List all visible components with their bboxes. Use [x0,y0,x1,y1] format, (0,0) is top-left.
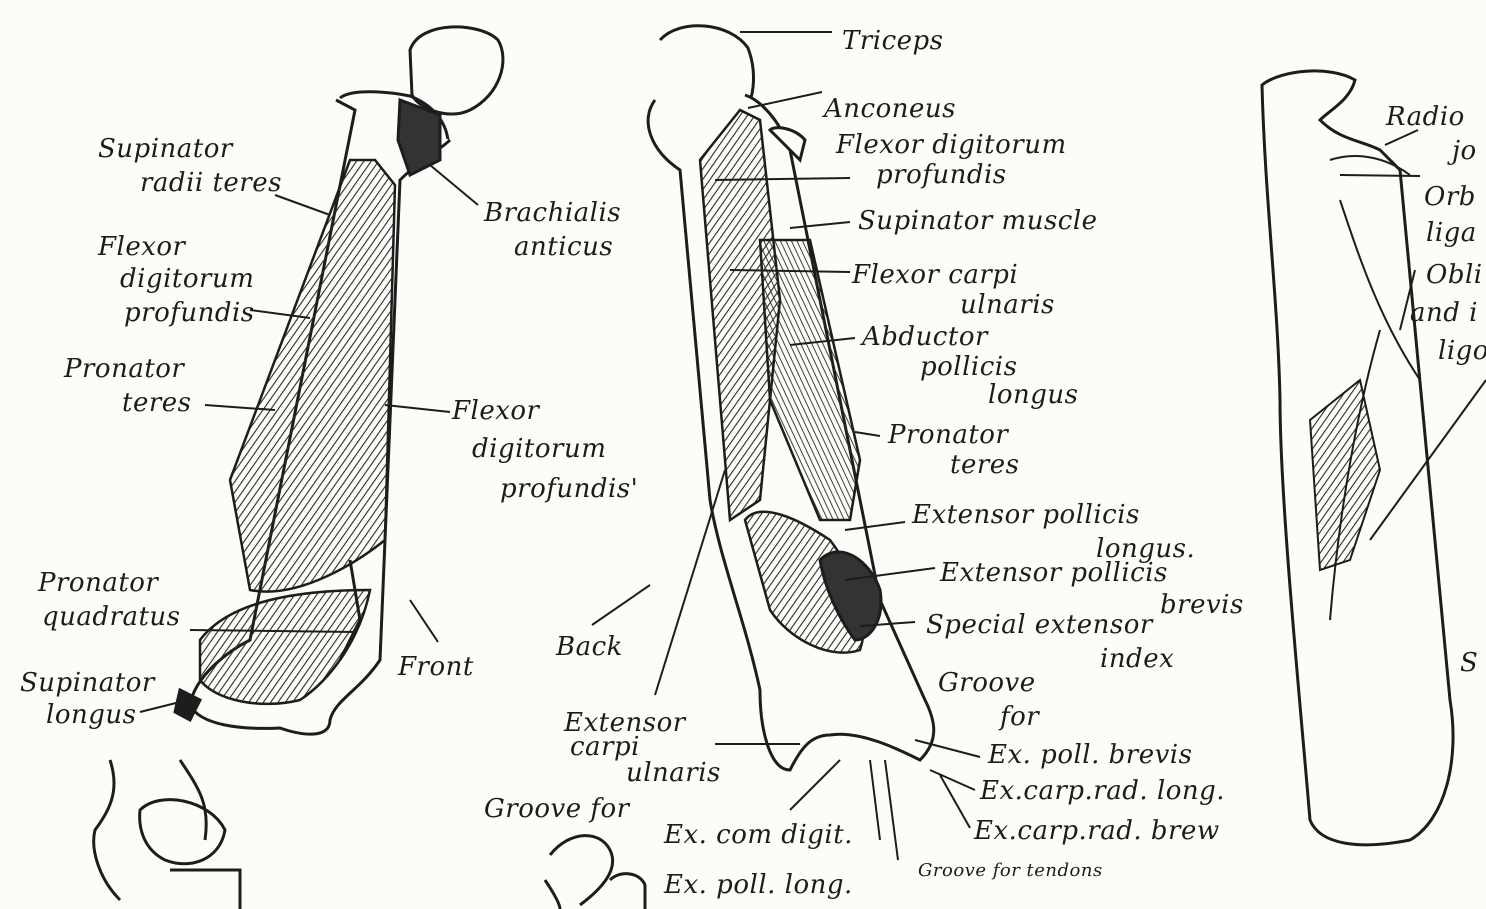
label-pronator-back: Pronator [888,422,1008,448]
label-extensor-carpi-2: carpi [570,734,640,760]
label-orb-2: liga [1426,220,1477,246]
label-ext-poll-brevis: Extensor pollicis [940,560,1168,586]
label-obli: Obli [1426,262,1483,288]
label-anconeus: Anconeus [824,96,956,122]
front-ulna-figure [175,27,503,734]
label-abductor-2: pollicis [920,354,1017,380]
label-orb: Orb [1424,184,1476,210]
label-ex-poll-long: Ex. poll. long. [664,872,853,898]
label-radio-2: jo [1452,138,1477,164]
label-flexor-right-3: profundis' [500,476,638,502]
label-flexor-front: Flexor [98,234,186,260]
label-ex-carp-rad-brev: Ex.carp.rad. brew [974,818,1220,844]
label-obli-3: ligo [1438,338,1486,364]
label-supinator-radii-2: radii teres [140,170,282,196]
label-ex-carp-rad-long: Ex.carp.rad. long. [980,778,1225,804]
label-flexor-right: Flexor [452,398,540,424]
wrist-bones [94,760,645,909]
label-flexor-carpi-2: ulnaris [960,292,1055,318]
label-pronator-back-2: teres [950,452,1020,478]
label-flexor-right-2: digitorum [472,436,606,462]
label-pronator-quadratus-2: quadratus [42,604,181,630]
label-s-cut: S [1460,650,1478,676]
label-pronator-quadratus: Pronator [38,570,158,596]
label-supinator-muscle: Supinator muscle [858,208,1098,234]
label-special-extensor: Special extensor [926,612,1153,638]
label-brachialis: Brachialis [484,200,621,226]
label-groove-for: Groove for [484,796,630,822]
label-triceps: Triceps [842,28,944,54]
label-radio: Radio [1386,104,1465,130]
label-supinator-longus: Supinator [20,670,155,696]
label-flexor-digitorum-back: Flexor digitorum [836,132,1067,158]
label-groove-tendons: Groove for tendons [918,862,1103,880]
label-front: Front [398,654,474,680]
label-brachialis-2: anticus [514,234,613,260]
label-supinator-radii: Supinator [98,136,233,162]
label-groove-2: for [1000,704,1039,730]
label-groove: Groove [938,670,1036,696]
label-flexor-carpi: Flexor carpi [852,262,1018,288]
label-pronator-front-2: teres [122,390,192,416]
label-supinator-longus-2: longus [46,702,136,728]
label-ext-poll-brevis-2: brevis [1160,592,1244,618]
label-ex-com-digit: Ex. com digit. [664,822,853,848]
label-extensor-carpi-3: ulnaris [626,760,721,786]
label-ex-poll-brevis: Ex. poll. brevis [988,742,1192,768]
label-special-extensor-2: index [1100,646,1174,672]
label-flexor-front-2: digitorum [120,266,254,292]
label-back: Back [556,634,623,660]
label-abductor: Abductor [862,324,988,350]
label-pronator-front: Pronator [64,356,184,382]
label-ext-poll-longus: Extensor pollicis [912,502,1140,528]
label-flexor-digitorum-back-2: profundis [876,162,1007,188]
label-obli-2: and i [1410,300,1478,326]
label-abductor-3: longus [988,382,1078,408]
label-flexor-front-3: profundis [124,300,255,326]
